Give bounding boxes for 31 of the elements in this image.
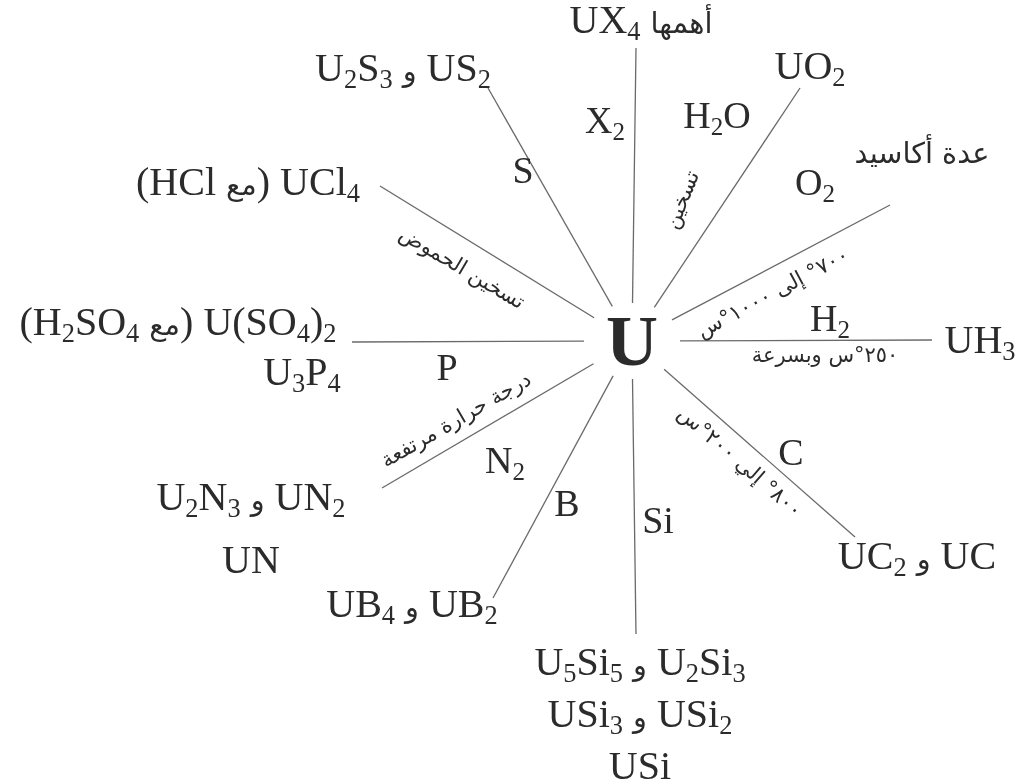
reagent-formula: H$_{2}$ <box>810 299 850 337</box>
condition-label: تسخين <box>660 168 704 232</box>
product-formula: UO$_{2}$ <box>774 46 846 86</box>
reagent-formula: B <box>554 484 580 522</box>
product-formula: USi <box>608 746 672 781</box>
spoke-line <box>631 378 637 635</box>
spoke-line <box>663 368 856 538</box>
condition-label: ٢٥٠°س وبسرعة <box>751 344 899 366</box>
spoke-line <box>631 47 637 304</box>
element-symbol: U <box>606 305 658 377</box>
condition-label: تسخين الحموض <box>395 223 529 313</box>
reagent-formula: P <box>436 348 458 386</box>
reagent-formula: H$_{2}$O <box>683 96 751 134</box>
product-formula: UN <box>222 540 280 580</box>
product-formula: UH$_{3}$ <box>944 320 1016 360</box>
reagent-formula: Si <box>642 501 674 539</box>
reagent-formula: N$_{2}$ <box>485 441 525 479</box>
spoke-line <box>351 340 585 343</box>
product-formula: عدة أكاسيد <box>854 130 990 170</box>
reagent-formula: S <box>512 151 534 189</box>
spoke-line <box>671 204 891 321</box>
product-formula: U$_{3}$P$_{4}$ <box>263 352 341 392</box>
spoke-line <box>492 375 614 599</box>
spoke-line <box>679 339 933 342</box>
spoke-line <box>381 363 595 489</box>
spoke-line <box>487 87 613 308</box>
spoke-line <box>379 185 595 319</box>
reagent-formula: O$_{2}$ <box>795 163 835 201</box>
spoke-line <box>653 87 801 309</box>
reagent-formula: C <box>778 433 804 471</box>
reagent-formula: X$_{2}$ <box>585 101 625 139</box>
